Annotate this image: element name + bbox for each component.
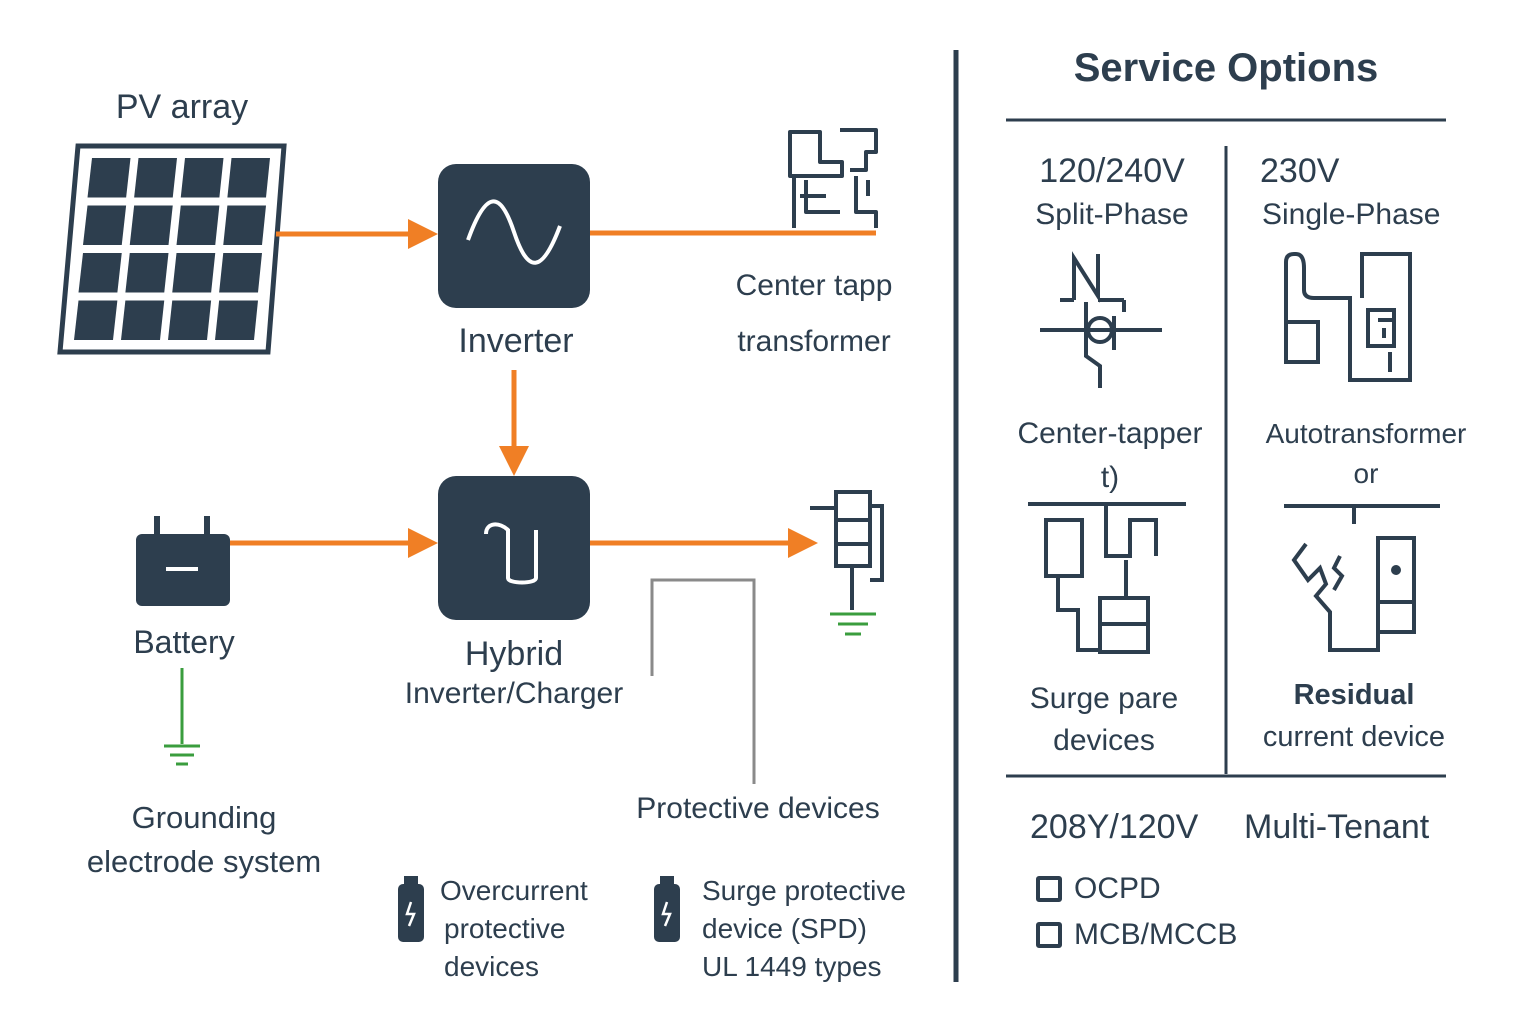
hybrid-label-line1: Hybrid	[464, 635, 564, 673]
pv-cell	[83, 205, 127, 245]
breaker-ground-icon	[810, 490, 884, 636]
fuse-icon	[398, 876, 424, 942]
pv-cell	[74, 300, 118, 340]
col2-device-line1: Autotransformer	[1265, 418, 1467, 449]
hybrid-icon	[438, 476, 590, 620]
ground-icon	[164, 668, 200, 766]
pv-cell	[121, 300, 165, 340]
col1-protection-label: Surge pare devices	[1030, 678, 1178, 762]
center-tap-symbol-icon	[1040, 251, 1162, 388]
col2-voltage: 230V	[1260, 152, 1340, 190]
pv-cell	[223, 205, 266, 245]
transformer-icon	[788, 128, 878, 228]
surge-label-line2: device (SPD)	[702, 913, 867, 944]
option-ocpd-label: OCPD	[1074, 872, 1161, 905]
pv-cell	[227, 158, 270, 198]
checkbox-ocpd[interactable]	[1036, 876, 1062, 902]
grounding-label-line1: Grounding	[131, 800, 277, 835]
pv-cell	[215, 300, 258, 340]
rcd-symbol-icon	[1284, 504, 1440, 652]
inverter-label: Inverter	[458, 322, 574, 360]
col1-device-line1: Center-tapper	[1017, 417, 1203, 450]
pv-cell	[172, 253, 216, 293]
col1-voltage: 120/240V	[1039, 152, 1185, 190]
pv-cell	[168, 300, 212, 340]
surge-label-line1: Surge protective	[702, 875, 906, 906]
solar-panel-icon	[57, 143, 287, 355]
pv-cell	[129, 205, 173, 245]
overcurrent-label-line2: protective	[444, 913, 566, 944]
col1-device-line2: t)	[1100, 461, 1120, 494]
surge-label: Surge protective device (SPD) UL 1449 ty…	[702, 872, 906, 986]
protective-devices-bracket	[650, 578, 756, 784]
transformer-label: Center tapp transformer	[736, 258, 893, 370]
col1-protection-line2: devices	[1053, 724, 1155, 757]
autotransformer-symbol-icon	[1284, 252, 1412, 382]
col2-device-line2: or	[1353, 458, 1379, 489]
hybrid-label: Hybrid Inverter/Charger	[405, 634, 623, 714]
overcurrent-label: Overcurrent protective devices	[440, 872, 588, 986]
pv-cell	[125, 253, 169, 293]
pv-cell	[134, 158, 177, 198]
service-options-title: Service Options	[1073, 46, 1379, 90]
battery-icon	[136, 516, 230, 606]
surge-device-symbol-icon	[1028, 502, 1186, 654]
pv-cell	[87, 158, 131, 198]
overcurrent-label-line1: Overcurrent	[440, 875, 588, 906]
option-ocpd[interactable]: OCPD	[1036, 872, 1161, 906]
pv-cell	[78, 253, 122, 293]
transformer-label-line2: transformer	[737, 325, 891, 358]
pv-array-label: PV array	[115, 88, 249, 126]
battery-label: Battery	[133, 624, 235, 660]
col2-phase: Single-Phase	[1262, 198, 1441, 231]
col1-device-label: Center-tapper t)	[1017, 412, 1202, 500]
col1-phase: Split-Phase	[1035, 198, 1189, 231]
surge-label-line3: UL 1449 types	[702, 951, 882, 982]
multi-tenant-label: Multi-Tenant	[1244, 808, 1430, 846]
checkbox-mcb-mccb[interactable]	[1036, 922, 1062, 948]
spd-icon	[654, 876, 680, 942]
col2-protection-label: Residual current device	[1263, 674, 1445, 758]
col2-protection-line1: Residual	[1293, 679, 1415, 711]
col2-protection-line2: current device	[1262, 721, 1446, 753]
option-mcb-mccb[interactable]: MCB/MCCB	[1036, 918, 1237, 952]
col2-device-label: Autotransformer or	[1266, 414, 1467, 494]
grounding-label-line2: electrode system	[86, 844, 322, 879]
pv-cell	[176, 205, 220, 245]
overcurrent-label-line3: devices	[444, 951, 539, 982]
hybrid-label-line2: Inverter/Charger	[404, 677, 624, 710]
transformer-label-line1: Center tapp	[735, 269, 893, 302]
pv-cell	[219, 253, 262, 293]
pv-cell	[180, 158, 224, 198]
sine-wave-icon	[438, 164, 590, 308]
option-mcb-mccb-label: MCB/MCCB	[1074, 918, 1238, 951]
grounding-label: Grounding electrode system	[87, 796, 321, 884]
col1-protection-line1: Surge pare	[1029, 682, 1179, 715]
multi-tenant-voltage: 208Y/120V	[1030, 808, 1199, 846]
protective-devices-label: Protective devices	[636, 792, 880, 825]
